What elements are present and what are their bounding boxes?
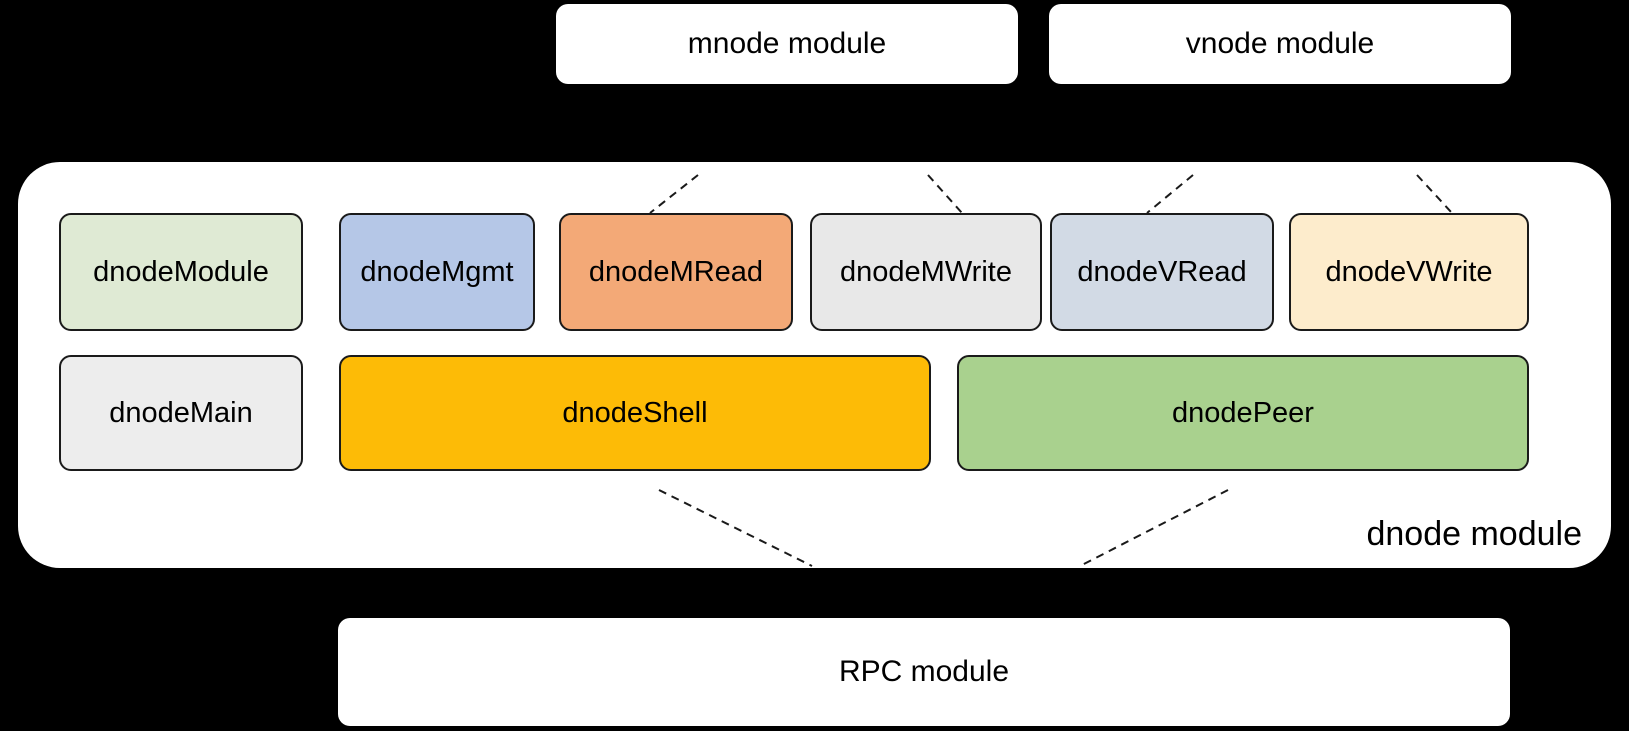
node-label-dnode-mgmt: dnodeMgmt [360,255,514,288]
dnode-module-label: dnode module [1366,515,1582,553]
node-label-dnode-vread: dnodeVRead [1077,255,1247,288]
node-dnode-main: dnodeMain [59,355,303,471]
node-dnode-module: dnodeModule [59,213,303,331]
node-label-dnode-shell: dnodeShell [562,396,708,429]
vnode-module-label: vnode module [1185,27,1375,60]
node-dnode-shell: dnodeShell [339,355,931,471]
node-dnode-vwrite: dnodeVWrite [1289,213,1529,331]
vnode-module-box: vnode module [1049,4,1511,84]
node-dnode-vread: dnodeVRead [1050,213,1274,331]
node-label-dnode-vwrite: dnodeVWrite [1325,255,1493,288]
node-dnode-mgmt: dnodeMgmt [339,213,535,331]
rpc-module-label: RPC module [838,655,1010,688]
node-label-dnode-mwrite: dnodeMWrite [840,255,1012,288]
rpc-module-box: RPC module [338,618,1510,726]
node-label-dnode-main: dnodeMain [109,396,253,429]
node-label-dnode-module: dnodeModule [93,255,269,288]
dnode-module-container: dnodeModule dnodeMgmt dnodeMRead dnodeMW… [18,162,1611,568]
node-label-dnode-mread: dnodeMRead [588,255,764,288]
mnode-module-box: mnode module [556,4,1018,84]
node-dnode-mread: dnodeMRead [559,213,793,331]
node-label-dnode-peer: dnodePeer [1172,396,1314,429]
mnode-module-label: mnode module [687,27,887,60]
node-dnode-peer: dnodePeer [957,355,1529,471]
node-dnode-mwrite: dnodeMWrite [810,213,1042,331]
